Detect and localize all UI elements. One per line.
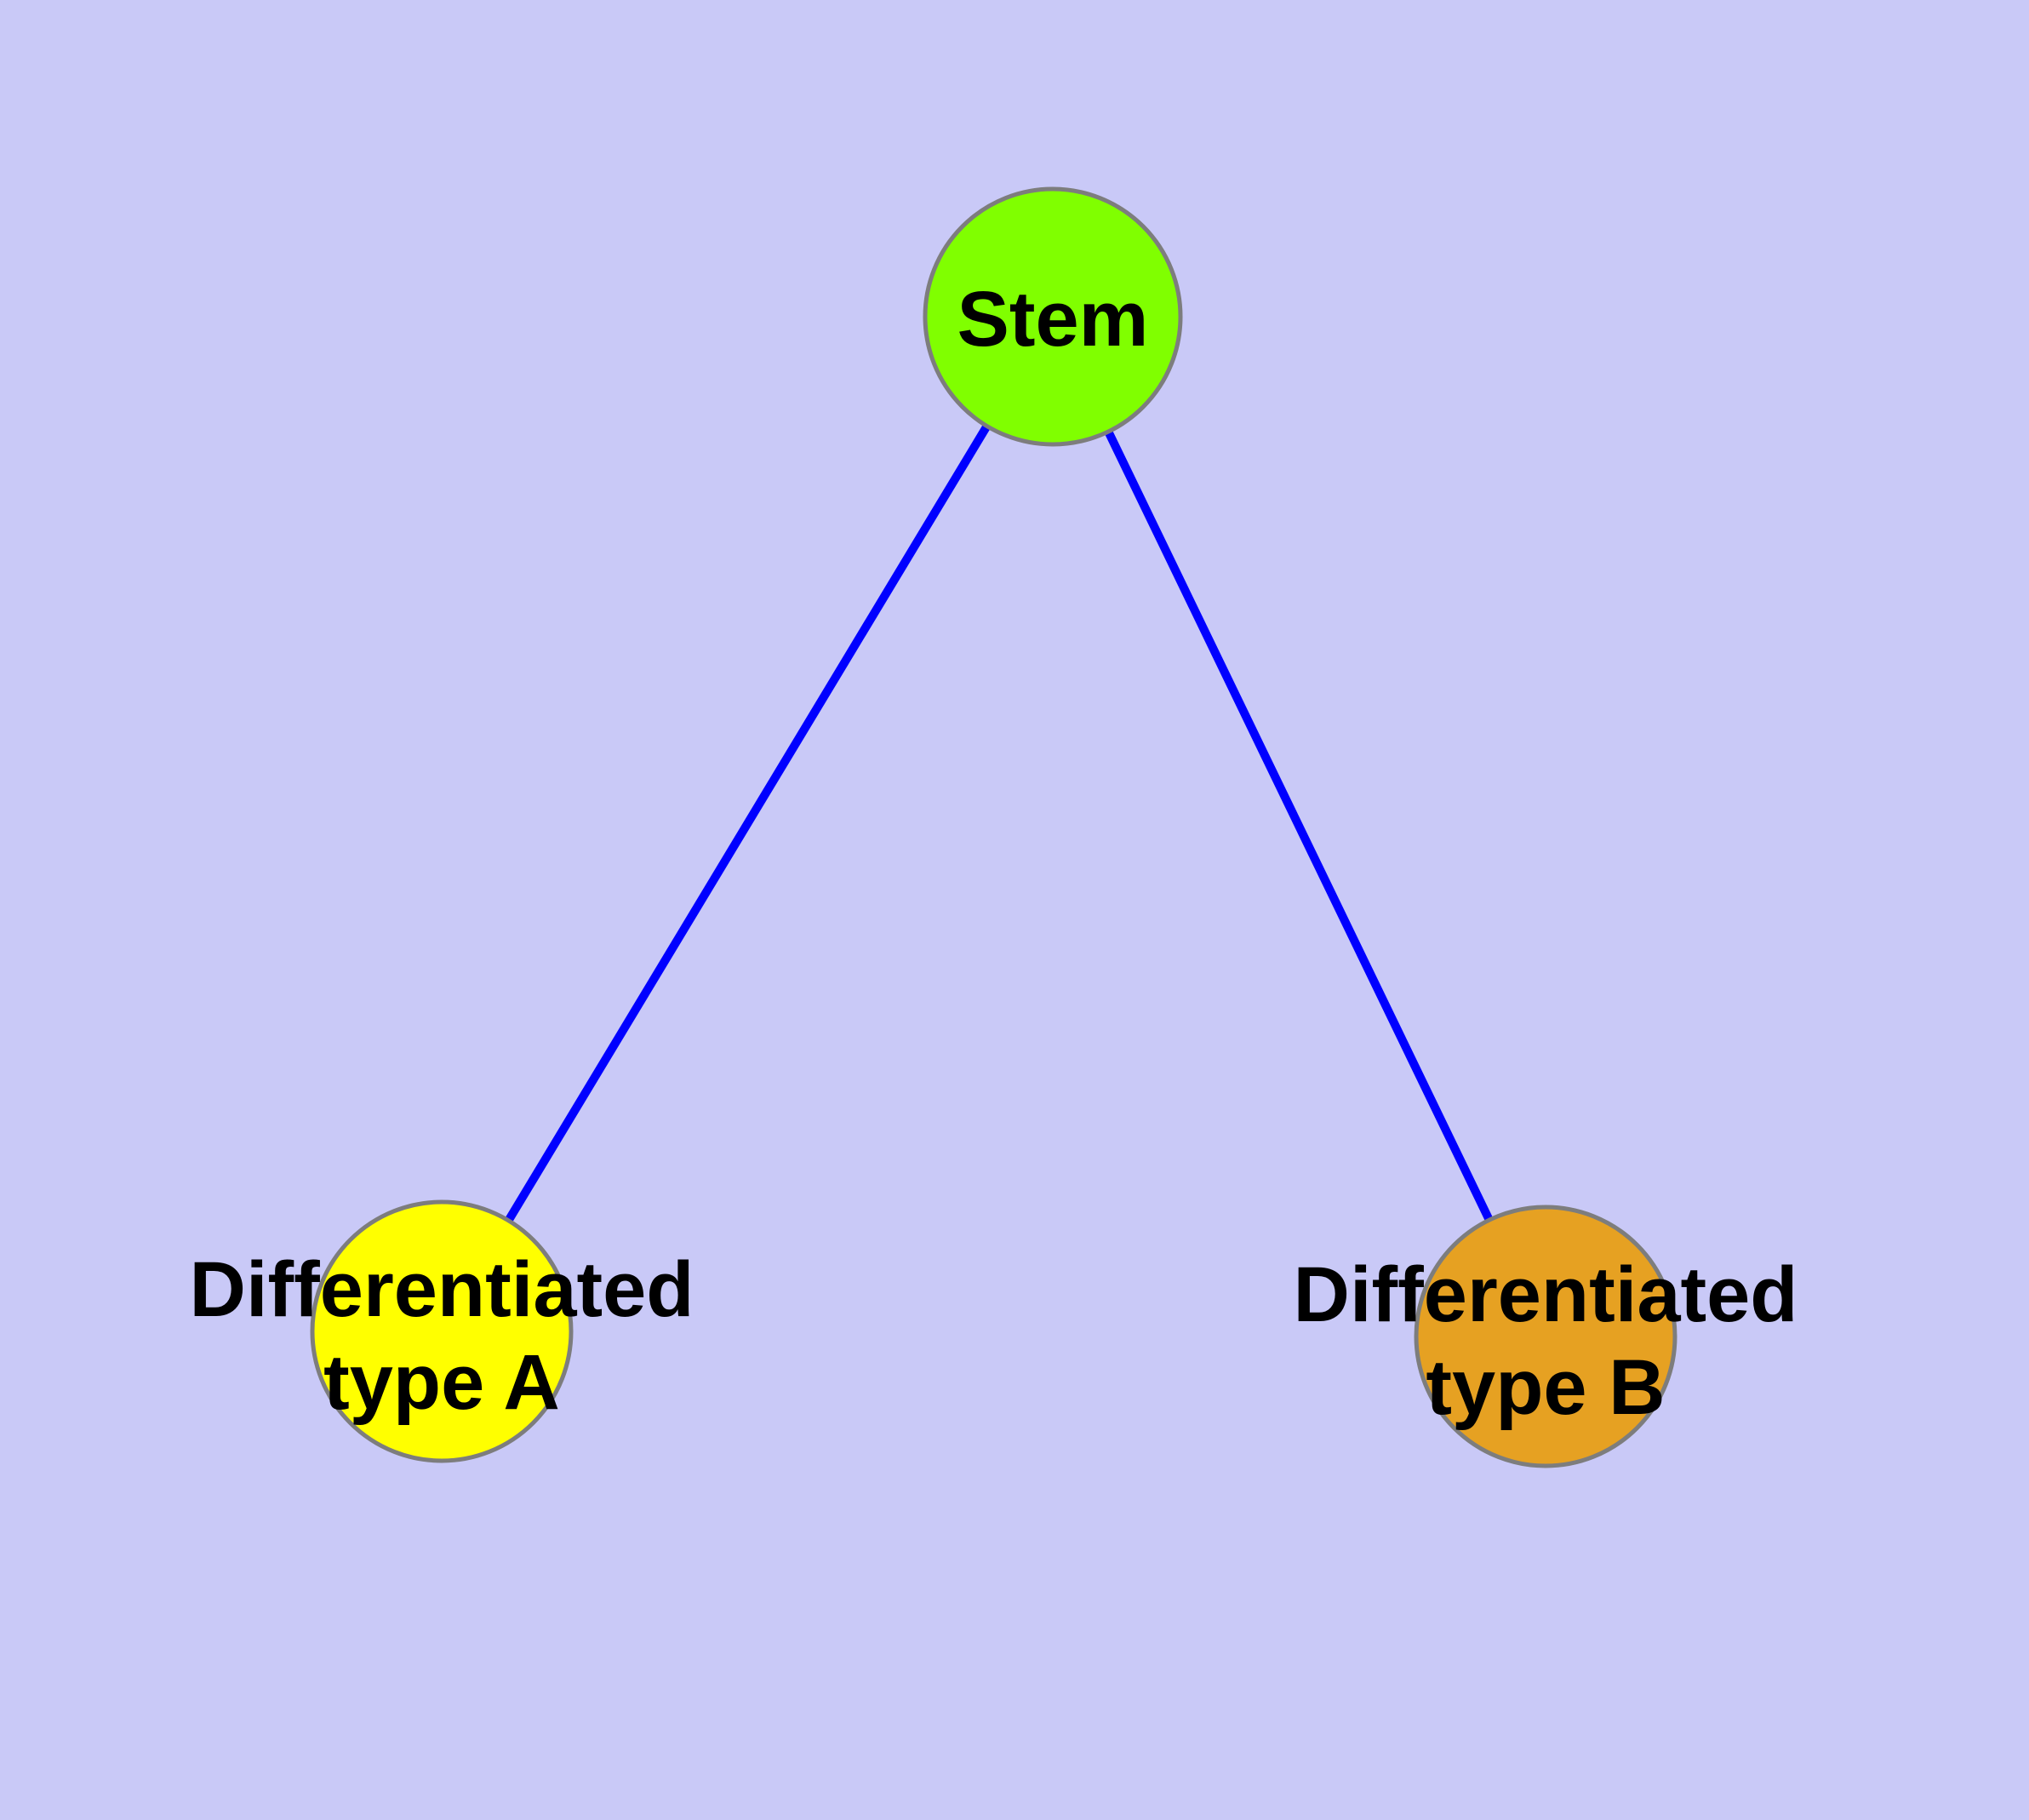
node-type-b-label-line1: Differentiated bbox=[1294, 1251, 1798, 1338]
node-type-b-circle bbox=[1414, 1205, 1677, 1468]
node-stem-label: Stem bbox=[957, 276, 1149, 363]
edge-stem-to-type-a bbox=[437, 314, 1057, 1334]
edge-stem-to-type-b bbox=[1049, 314, 1550, 1339]
node-type-a-label-line1: Differentiated bbox=[190, 1246, 694, 1333]
node-stem-circle bbox=[923, 186, 1183, 447]
node-type-b-label-line2: type B bbox=[1426, 1344, 1665, 1431]
node-type-a-circle bbox=[310, 1199, 574, 1463]
node-type-a-label-line2: type A bbox=[323, 1339, 560, 1426]
